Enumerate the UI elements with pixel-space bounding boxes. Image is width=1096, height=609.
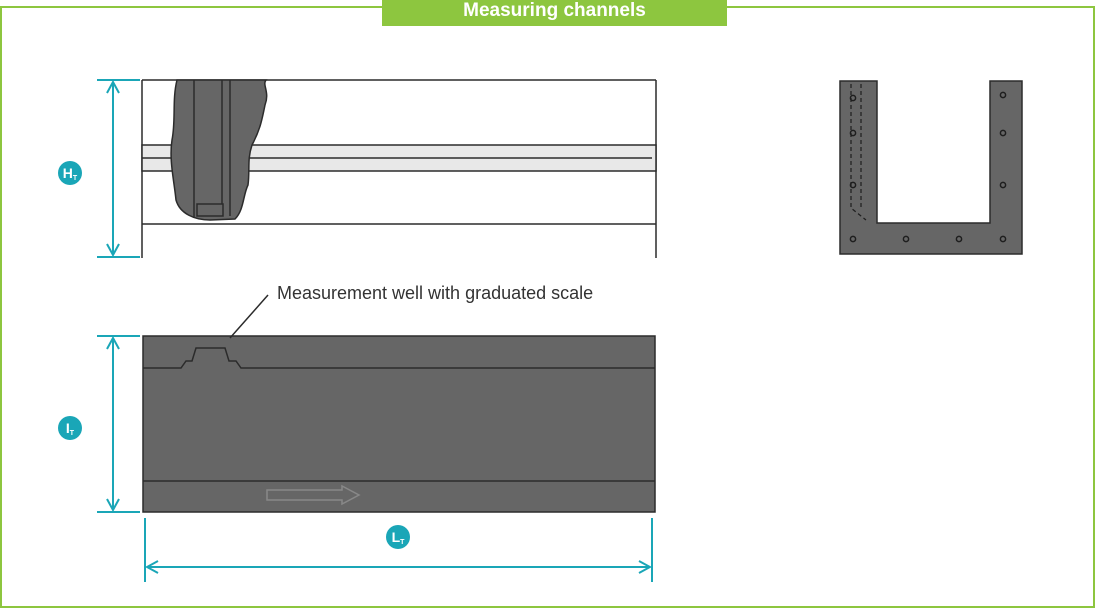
length-dimension-badge: LT xyxy=(386,525,410,549)
measurement-well-callout: Measurement well with graduated scale xyxy=(277,283,594,303)
page-title: Measuring channels xyxy=(382,0,727,26)
side-view xyxy=(141,79,657,258)
width-dimension-badge: IT xyxy=(58,416,82,440)
channel-cut xyxy=(170,79,268,221)
height-dimension-badge: HT xyxy=(58,161,82,185)
measurement-well xyxy=(143,347,655,369)
end-view xyxy=(839,80,1023,255)
flow-arrow xyxy=(266,484,361,506)
top-view xyxy=(142,294,656,513)
page-frame xyxy=(0,6,1095,608)
u-channel-hidden-line xyxy=(850,84,867,221)
u-channel xyxy=(839,80,1023,255)
callout-leader xyxy=(229,294,269,339)
channel-body xyxy=(142,335,656,513)
